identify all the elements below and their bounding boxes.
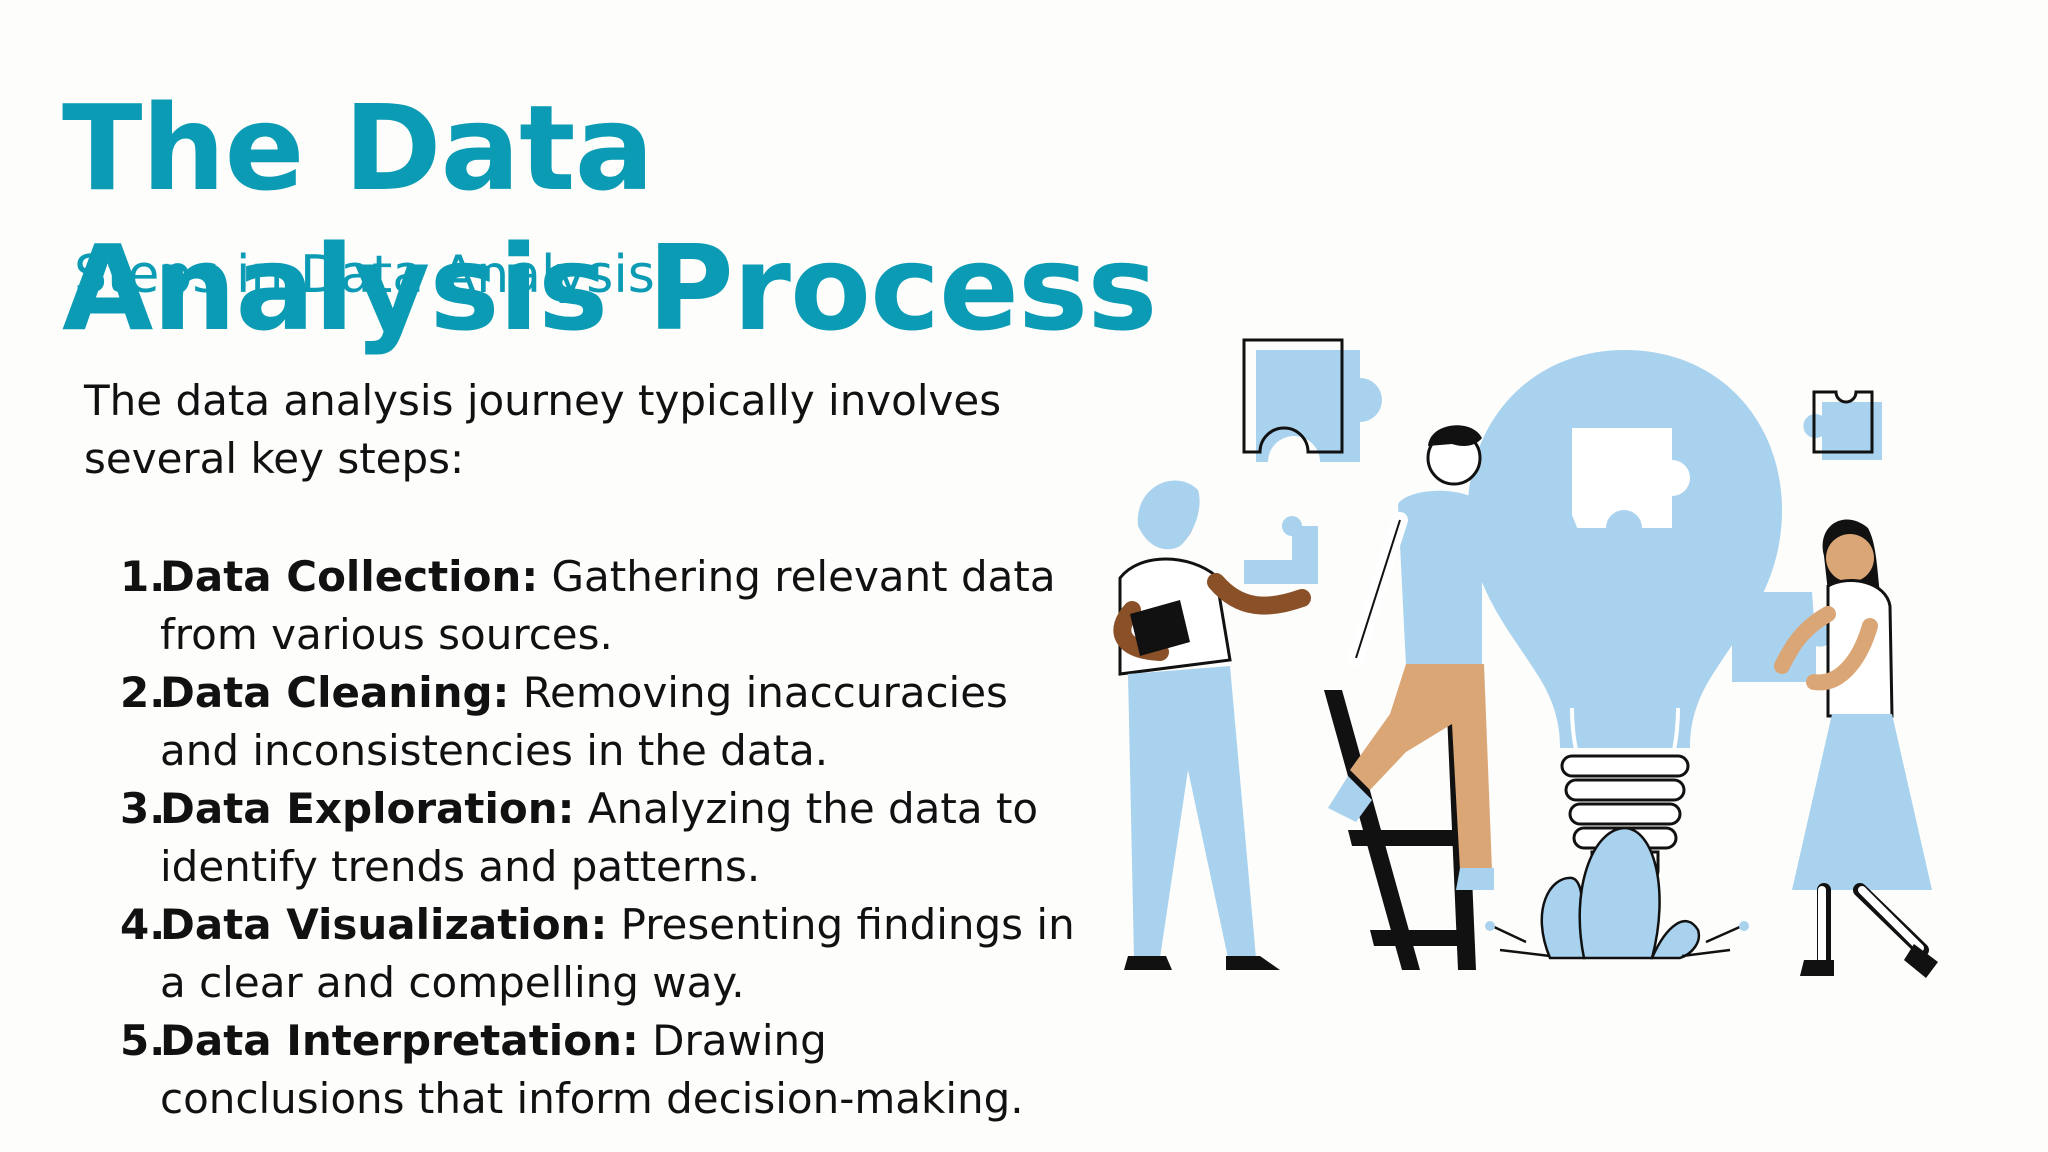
step-item-2: 2.Data Cleaning: Removing inaccuracies a… <box>120 664 1080 780</box>
steps-list: 1.Data Collection: Gathering relevant da… <box>120 548 1080 1128</box>
puzzle-piece-icon <box>1242 338 1382 462</box>
woman-figure-right <box>1732 519 1938 978</box>
step-item-4: 4.Data Visualization: Presenting finding… <box>120 896 1080 1012</box>
step-item-3: 3.Data Exploration: Analyzing the data t… <box>120 780 1080 896</box>
step-number: 3. <box>120 784 166 833</box>
man-figure-center <box>1324 425 1578 970</box>
step-description: Removing inaccuracies and inconsistencie… <box>160 668 1008 775</box>
lightbulb-puzzle-team-illustration <box>1113 338 1938 978</box>
step-term: Data Collection: <box>160 552 539 601</box>
step-description: Drawing conclusions that inform decision… <box>160 1016 1024 1123</box>
step-term: Data Interpretation: <box>160 1016 639 1065</box>
step-item-5: 5.Data Interpretation: Drawing conclusio… <box>120 1012 1080 1128</box>
slide-subtitle: Steps in Data Analysis <box>74 245 655 305</box>
step-term: Data Exploration: <box>160 784 575 833</box>
puzzle-piece-icon <box>1803 390 1882 460</box>
step-term: Data Cleaning: <box>160 668 510 717</box>
step-item-1: 1.Data Collection: Gathering relevant da… <box>120 548 1080 664</box>
step-term: Data Visualization: <box>160 900 608 949</box>
step-number: 4. <box>120 900 166 949</box>
intro-paragraph: The data analysis journey typically invo… <box>84 376 1002 483</box>
step-number: 1. <box>120 552 166 601</box>
step-description: Gathering relevant data from various sou… <box>160 552 1056 659</box>
step-number: 2. <box>120 668 166 717</box>
step-description: Presenting findings in a clear and compe… <box>160 900 1075 1007</box>
woman-figure-left <box>1113 480 1318 970</box>
step-description: Analyzing the data to identify trends an… <box>160 784 1039 891</box>
slide-title: The Data Analysis Process <box>62 79 1158 357</box>
step-number: 5. <box>120 1016 166 1065</box>
plant-icon <box>1485 826 1749 960</box>
